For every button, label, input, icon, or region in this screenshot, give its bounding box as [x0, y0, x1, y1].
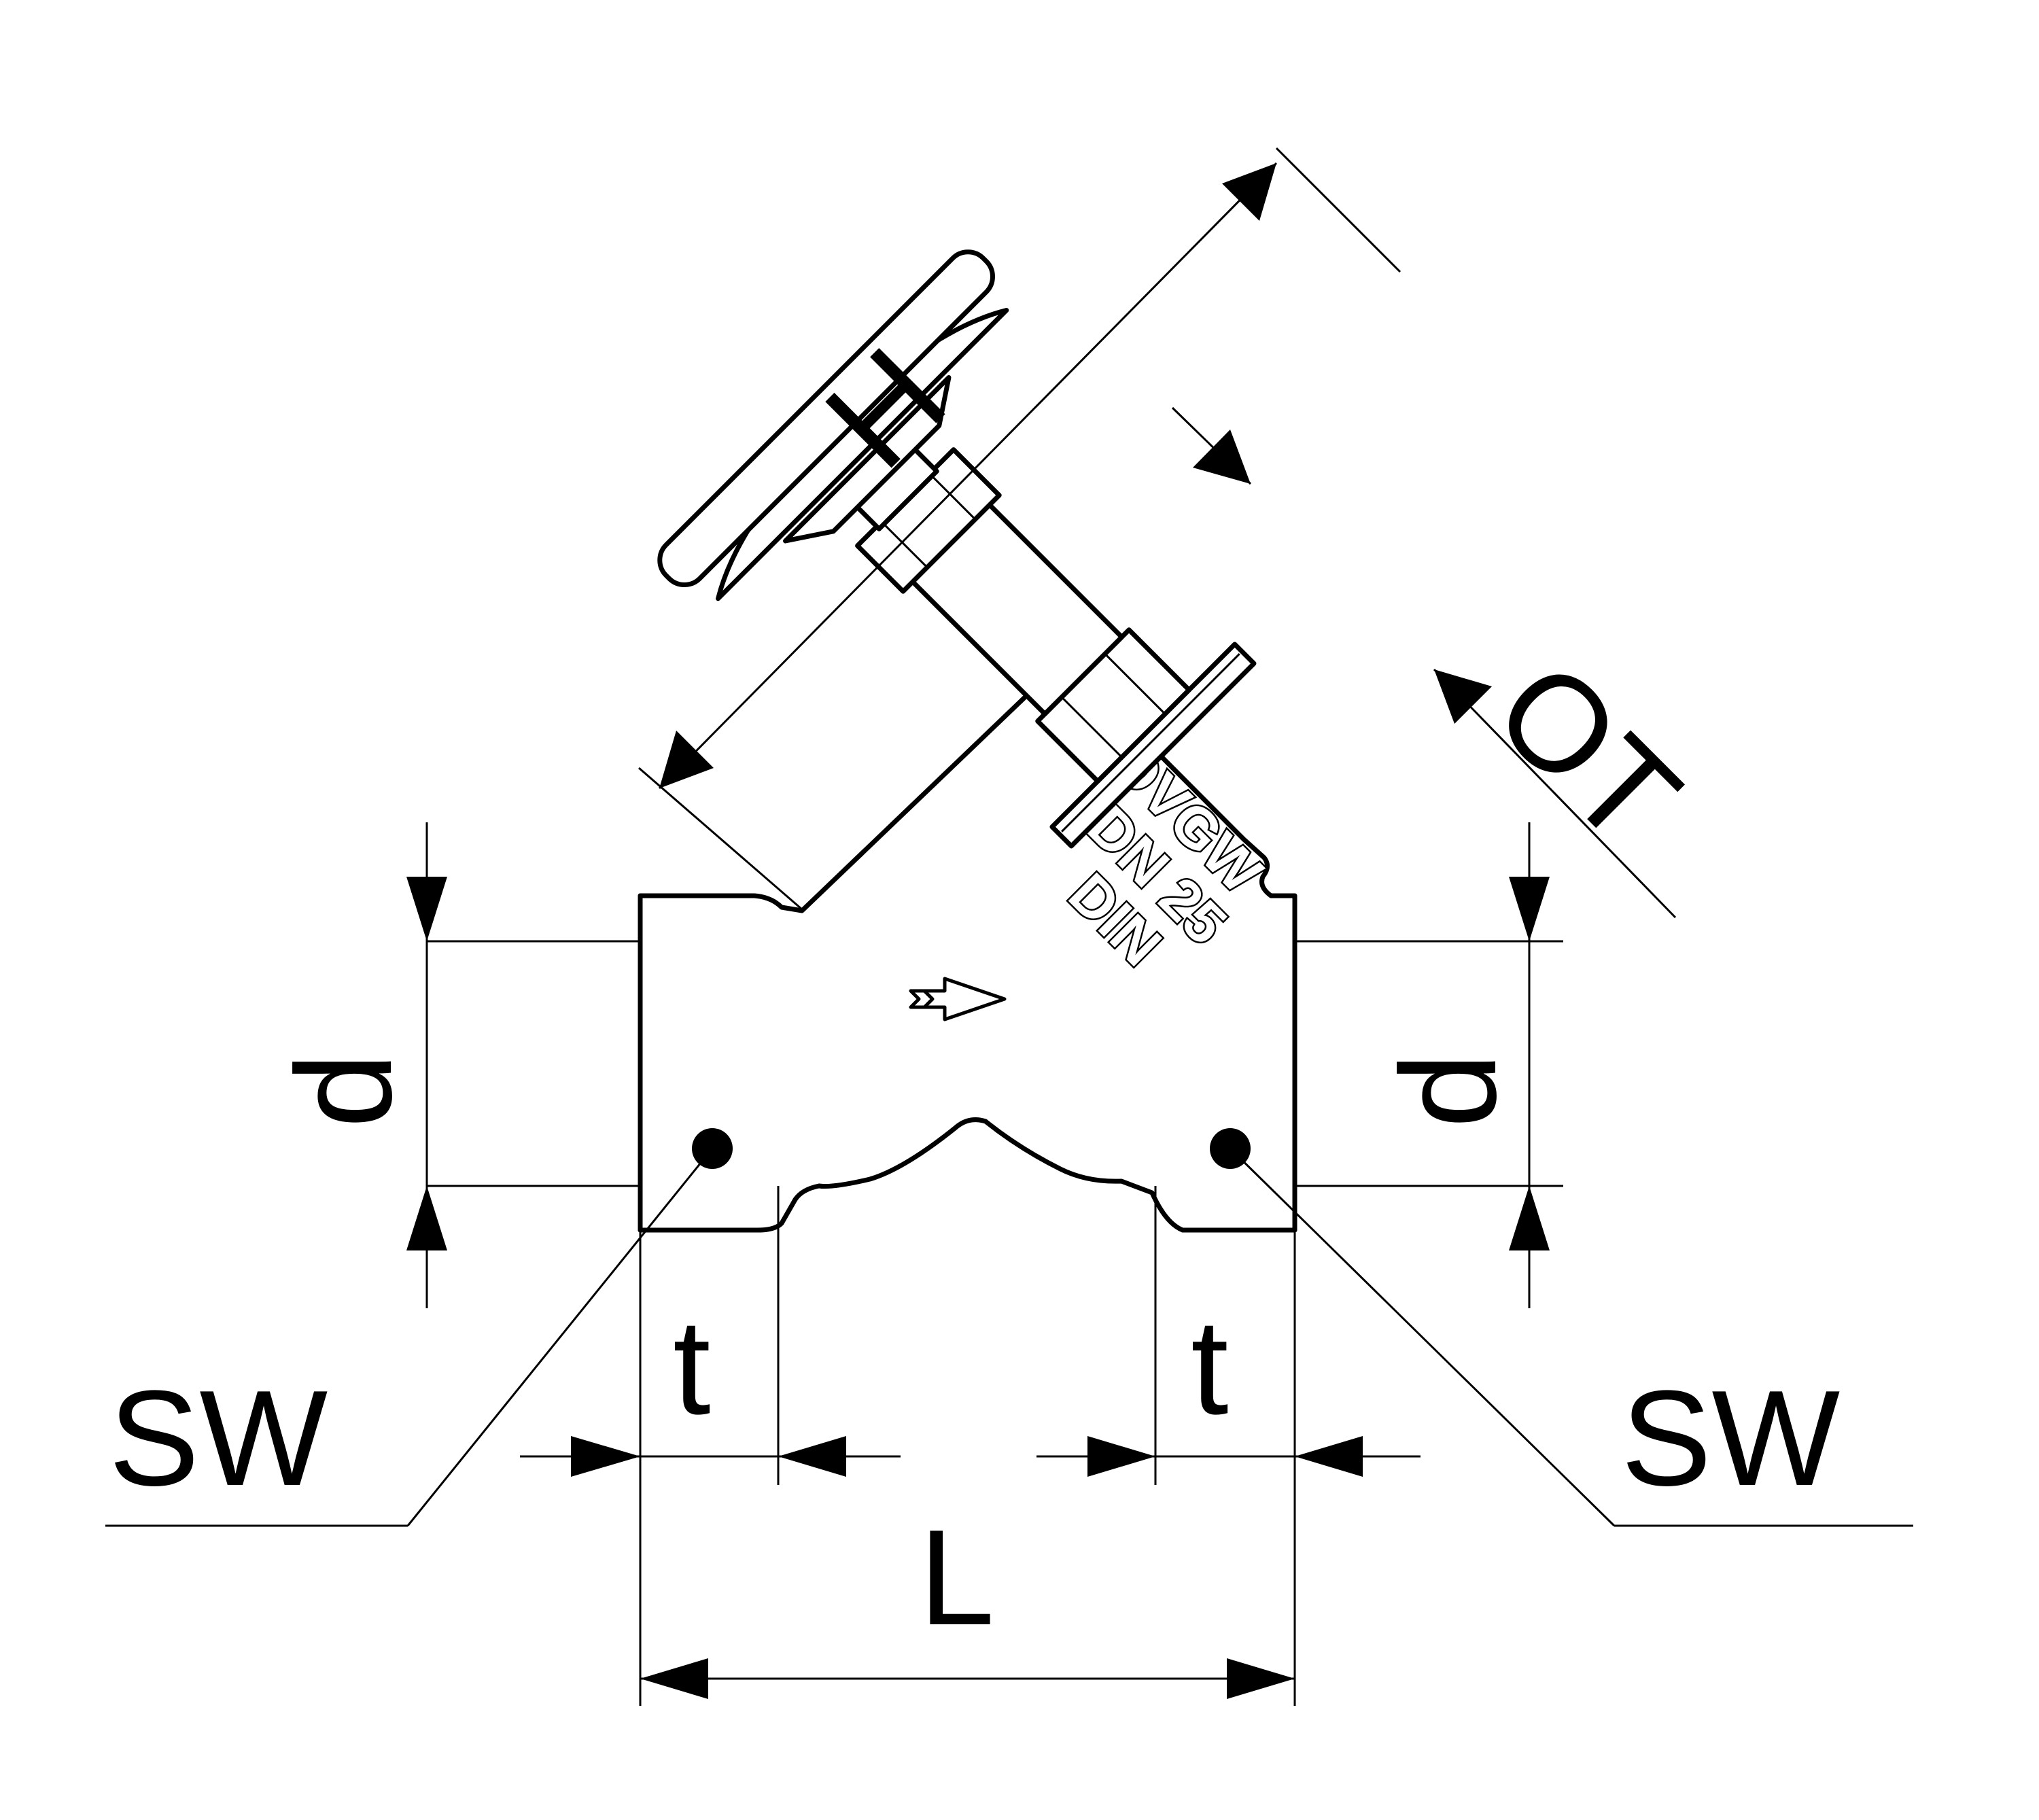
- handwheel-hub: [783, 375, 952, 544]
- t-left-arrow-inner: [778, 1436, 846, 1477]
- d-left-arrow-top: [406, 877, 447, 941]
- h-dimension-line: [658, 162, 1278, 790]
- leader-sw-left: SW: [105, 1148, 714, 1527]
- d-left-arrow-bottom: [406, 1186, 447, 1250]
- sw-right-label: SW: [1621, 1363, 1840, 1514]
- d-right-label: d: [1373, 1053, 1524, 1128]
- l-arrow-left: [640, 1658, 708, 1699]
- ot-arrow-upper: [1193, 430, 1251, 484]
- dimension-d-right: d: [1295, 822, 1563, 1308]
- t-left-arrow-outer: [571, 1436, 640, 1477]
- body-outline: [638, 658, 1297, 1233]
- t-left-label: t: [673, 1291, 711, 1443]
- dimension-l: L: [640, 1502, 1295, 1699]
- sw-left-label: SW: [109, 1363, 328, 1514]
- sw-left-leader-diagonal: [406, 1148, 714, 1526]
- flow-direction-arrow: [909, 977, 1007, 1021]
- h-arrow-upper: [1222, 163, 1276, 221]
- t-right-arrow-inner: [1087, 1436, 1155, 1477]
- ot-label: OT: [1467, 633, 1707, 873]
- sw-right-leader-diagonal: [1229, 1147, 1616, 1527]
- h-extension-upper: [1275, 147, 1401, 273]
- dimension-t-right: t: [1036, 1186, 1421, 1706]
- handwheel[interactable]: [651, 243, 1002, 594]
- d-left-label: d: [268, 1053, 420, 1128]
- leader-sw-right: SW: [1229, 1147, 1913, 1527]
- h-arrow-lower: [659, 731, 714, 788]
- t-right-arrow-outer: [1295, 1436, 1363, 1477]
- ot-arrow-lower: [1434, 669, 1492, 724]
- dimension-d-left: d: [268, 822, 640, 1308]
- valve-body: [638, 658, 1297, 1233]
- ot-extension-lower: [1433, 668, 1677, 919]
- t-right-label: t: [1191, 1291, 1229, 1443]
- d-right-arrow-top: [1509, 877, 1550, 941]
- l-label: L: [919, 1502, 994, 1653]
- bonnet-assembly: [651, 243, 1257, 849]
- dimension-t-left: t: [520, 1186, 901, 1706]
- d-right-arrow-bottom: [1509, 1186, 1550, 1250]
- h-extension-lower: [638, 767, 803, 911]
- l-arrow-right: [1227, 1658, 1295, 1699]
